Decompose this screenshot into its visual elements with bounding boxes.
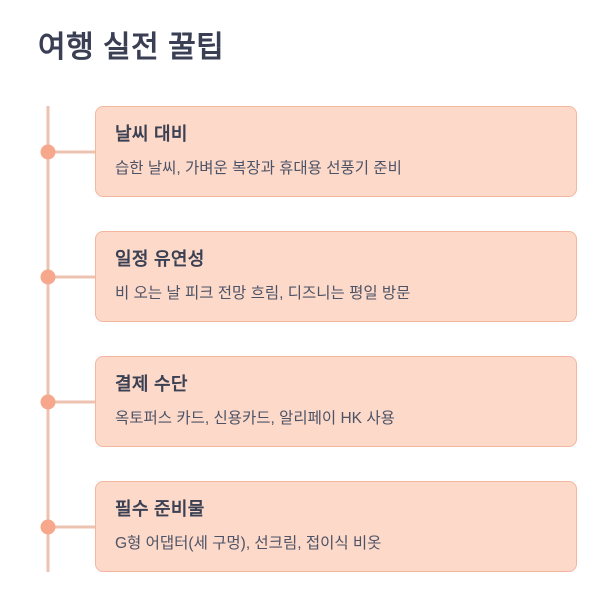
- tip-item: 필수 준비물 G형 어댑터(세 구멍), 선크림, 접이식 비옷: [40, 481, 578, 572]
- timeline-dot: [40, 394, 56, 409]
- tip-description: 습한 날씨, 가벼운 복장과 휴대용 선풍기 준비: [115, 160, 402, 177]
- tip-title: 날씨 대비: [115, 124, 188, 144]
- timeline-connector: [48, 400, 95, 403]
- tip-title: 일정 유연성: [115, 249, 205, 269]
- tip-card: 필수 준비물 G형 어댑터(세 구멍), 선크림, 접이식 비옷: [95, 481, 577, 572]
- timeline-dot: [40, 144, 56, 159]
- timeline-line: [46, 106, 50, 572]
- tip-card: 날씨 대비 습한 날씨, 가벼운 복장과 휴대용 선풍기 준비: [95, 106, 577, 197]
- tip-description: 비 오는 날 피크 전망 흐림, 디즈니는 평일 방문: [115, 285, 411, 302]
- timeline-dot: [40, 519, 56, 534]
- tip-description: 옥토퍼스 카드, 신용카드, 알리페이 HK 사용: [115, 410, 395, 427]
- timeline-connector: [48, 150, 95, 153]
- tips-timeline: 날씨 대비 습한 날씨, 가벼운 복장과 휴대용 선풍기 준비 일정 유연성 비…: [40, 106, 578, 572]
- tip-item: 일정 유연성 비 오는 날 피크 전망 흐림, 디즈니는 평일 방문: [40, 231, 578, 322]
- tip-description: G형 어댑터(세 구멍), 선크림, 접이식 비옷: [115, 535, 382, 552]
- tip-item: 결제 수단 옥토퍼스 카드, 신용카드, 알리페이 HK 사용: [40, 356, 578, 447]
- tip-card: 결제 수단 옥토퍼스 카드, 신용카드, 알리페이 HK 사용: [95, 356, 577, 447]
- tip-title: 필수 준비물: [115, 499, 205, 519]
- timeline-connector: [48, 275, 95, 278]
- timeline-dot: [40, 269, 56, 284]
- travel-tips-page: 여행 실전 꿀팁 날씨 대비 습한 날씨, 가벼운 복장과 휴대용 선풍기 준비…: [0, 26, 604, 599]
- tip-title: 결제 수단: [115, 374, 188, 394]
- tip-item: 날씨 대비 습한 날씨, 가벼운 복장과 휴대용 선풍기 준비: [40, 106, 578, 197]
- page-title: 여행 실전 꿀팁: [38, 31, 225, 64]
- timeline-connector: [48, 525, 95, 528]
- tip-card: 일정 유연성 비 오는 날 피크 전망 흐림, 디즈니는 평일 방문: [95, 231, 577, 322]
